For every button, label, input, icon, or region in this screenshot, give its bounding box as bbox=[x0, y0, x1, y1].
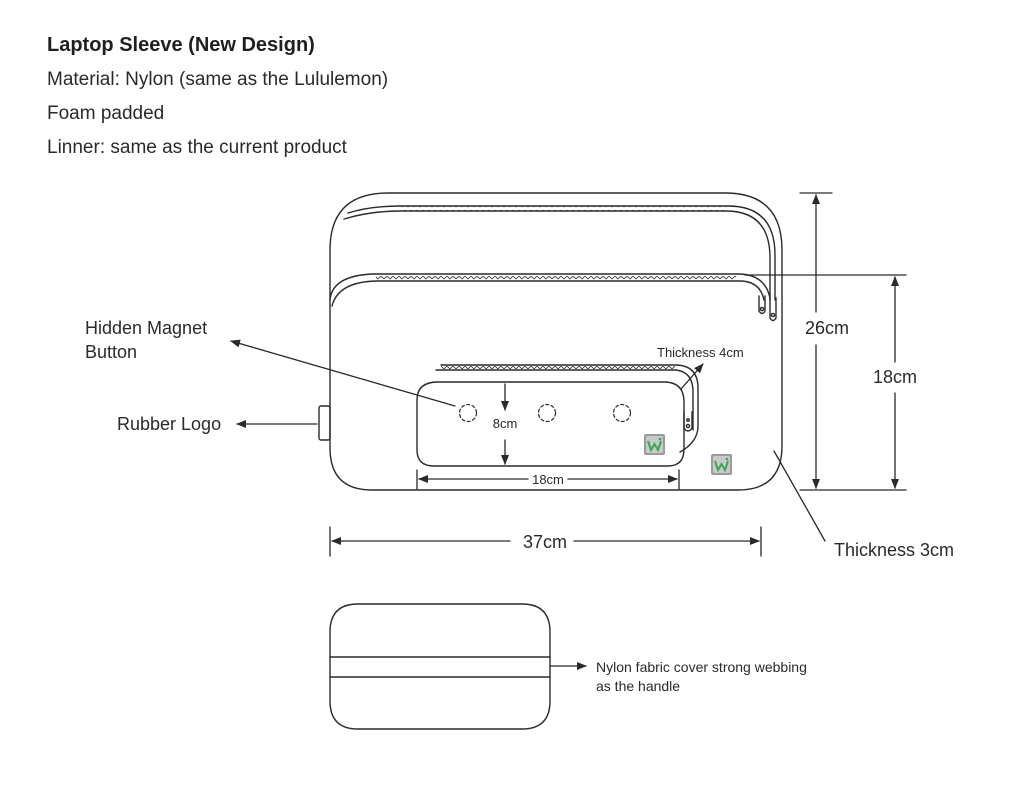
rubber-logo-tab bbox=[318, 405, 331, 441]
sleeve-thickness-leader bbox=[773, 450, 826, 542]
rubber-logo-callout: Rubber Logo bbox=[117, 414, 221, 434]
brand-logo-icon bbox=[711, 454, 732, 475]
sleeve-thickness-label: Thickness 3cm bbox=[834, 540, 954, 560]
magnet-button-3 bbox=[612, 403, 632, 423]
pouch-width-label: 18cm bbox=[532, 472, 564, 487]
pouch-thickness-arrow bbox=[680, 363, 704, 390]
pouch bbox=[416, 364, 699, 467]
spec-material: Material: Nylon (same as the Lululemon) bbox=[47, 69, 389, 90]
sleeve-body bbox=[329, 192, 783, 491]
sleeve-width-label: 37cm bbox=[523, 532, 567, 552]
handle-webbing bbox=[329, 656, 551, 678]
magnet-button-2 bbox=[537, 403, 557, 423]
spec-liner: Linner: same as the current product bbox=[47, 137, 347, 158]
magnet-callout-line2: Button bbox=[85, 342, 137, 362]
spec-title: Laptop Sleeve (New Design) bbox=[47, 34, 315, 56]
pouch-thickness-label: Thickness 4cm bbox=[657, 345, 744, 360]
side-view bbox=[329, 603, 551, 730]
brand-logo-icon bbox=[644, 434, 665, 455]
front-pocket bbox=[329, 273, 777, 322]
spec-padding: Foam padded bbox=[47, 103, 165, 124]
pouch-height-label: 8cm bbox=[493, 416, 518, 431]
handle-callout-line1: Nylon fabric cover strong webbing bbox=[596, 659, 807, 675]
pocket-height-label: 18cm bbox=[873, 367, 917, 387]
magnet-callout-line1: Hidden Magnet bbox=[85, 318, 207, 338]
sleeve-height-label: 26cm bbox=[805, 318, 849, 338]
magnet-button-1 bbox=[458, 403, 478, 423]
handle-callout-line2: as the handle bbox=[596, 678, 680, 694]
magnet-leader-arrow bbox=[230, 339, 456, 407]
